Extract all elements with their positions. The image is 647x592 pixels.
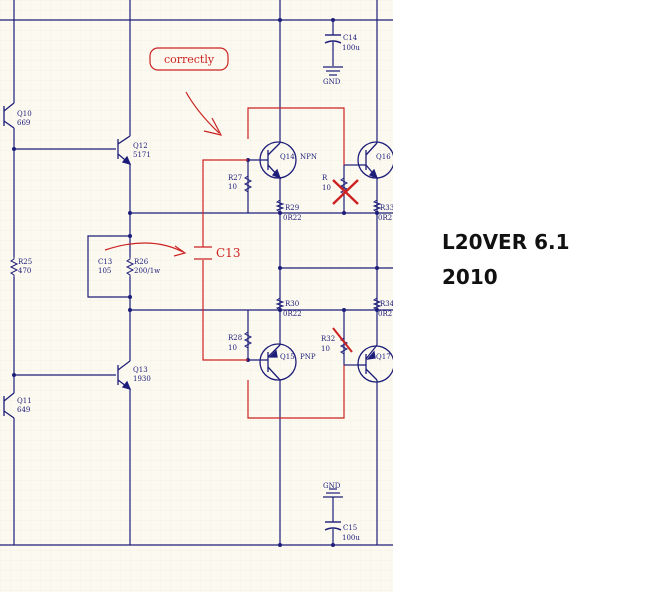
version-year: 2010 [442,265,498,289]
q17-ref: Q17 [376,353,391,361]
c13-value: 105 [98,267,111,275]
c13-wire-bottom [202,260,248,361]
r25-ref: R25 [18,258,32,266]
r30-ref: R30 [285,300,299,308]
r34-value: 0R2 [378,310,392,318]
q14-ref: Q14 [280,153,295,161]
c13-red-label: C13 [216,246,240,260]
q12-ref: Q12 [133,142,148,150]
transistor-q16 [357,141,393,180]
r29-ref: R29 [285,204,299,212]
resistor-r25 [9,257,19,277]
c15-value: 100u [342,534,360,542]
resistor-r29 [275,198,285,213]
capacitors [324,34,342,531]
c15-ref: C15 [343,524,357,532]
q10-value: 669 [17,119,30,127]
resistor-r34 [372,296,382,311]
q14-type: NPN [300,153,317,161]
q15-type: PNP [300,353,316,361]
r30-value: 0R22 [283,310,302,318]
schematic-grid [0,0,393,592]
resistor-r32 [339,336,349,355]
transistor-q17 [357,344,393,383]
correctly-note: correctly [164,53,215,66]
transistor-q12 [117,135,132,166]
q13-ref: Q13 [133,366,148,374]
wires [0,0,393,546]
q13-value: 1930 [133,375,151,383]
transistor-q13 [117,360,132,391]
r33-value: 0R2 [378,214,392,222]
c13-wire-top [202,159,248,247]
transistor-q14 [259,141,297,180]
gnd-top-label: GND [323,78,341,86]
r28-ref: R28 [228,334,242,342]
q12-value: 5171 [133,151,151,159]
resistor-r26 [125,257,135,277]
version-title: L20VER 6.1 [442,230,570,254]
resistor-r33 [372,198,382,213]
q11-ref: Q11 [17,397,32,405]
schematic-canvas: Q10 669 Q11 649 Q12 5171 Q13 1930 Q14 NP… [0,0,393,592]
r27-value: 10 [228,183,237,191]
c14-value: 100u [342,44,360,52]
r26-value: 200/1w [134,267,160,275]
junctions [12,18,379,547]
ground-symbols [323,66,343,498]
r25-value: 470 [18,267,31,275]
r32-ref: R32 [321,335,335,343]
r29-value: 0R22 [283,214,302,222]
note-arrow [185,91,220,134]
gnd-bottom-label: GND [323,482,341,490]
c13-arrow [104,242,184,253]
transistor-q10 [3,102,15,129]
c14-ref: C14 [343,34,358,42]
r32-value: 10 [321,345,330,353]
r34-ref: R34 [380,300,393,308]
side-panel: L20VER 6.1 2010 [393,0,647,592]
r26-ref: R26 [134,258,149,266]
resistors [9,174,382,355]
resistor-r28 [243,330,253,350]
strike-mark-icon [332,327,353,353]
r31-ref: R [322,174,328,182]
q16-ref: Q16 [376,153,391,161]
resistor-r31 [339,176,349,195]
q15-ref: Q15 [280,353,295,361]
c13-ref: C13 [98,258,112,266]
red-annotations [104,47,359,419]
r31-value: 10 [322,184,331,192]
r33-ref: R33 [380,204,393,212]
resistor-r27 [243,174,253,194]
transistors [3,102,393,419]
red-box-top [247,107,345,165]
red-box-bottom [247,365,345,419]
resistor-r30 [275,296,285,311]
correctly-note-box [149,47,229,71]
r28-value: 10 [228,344,237,352]
r27-ref: R27 [228,174,242,182]
q11-value: 649 [17,406,30,414]
q10-ref: Q10 [17,110,32,118]
transistor-q15 [259,343,297,381]
transistor-q11 [3,392,15,419]
